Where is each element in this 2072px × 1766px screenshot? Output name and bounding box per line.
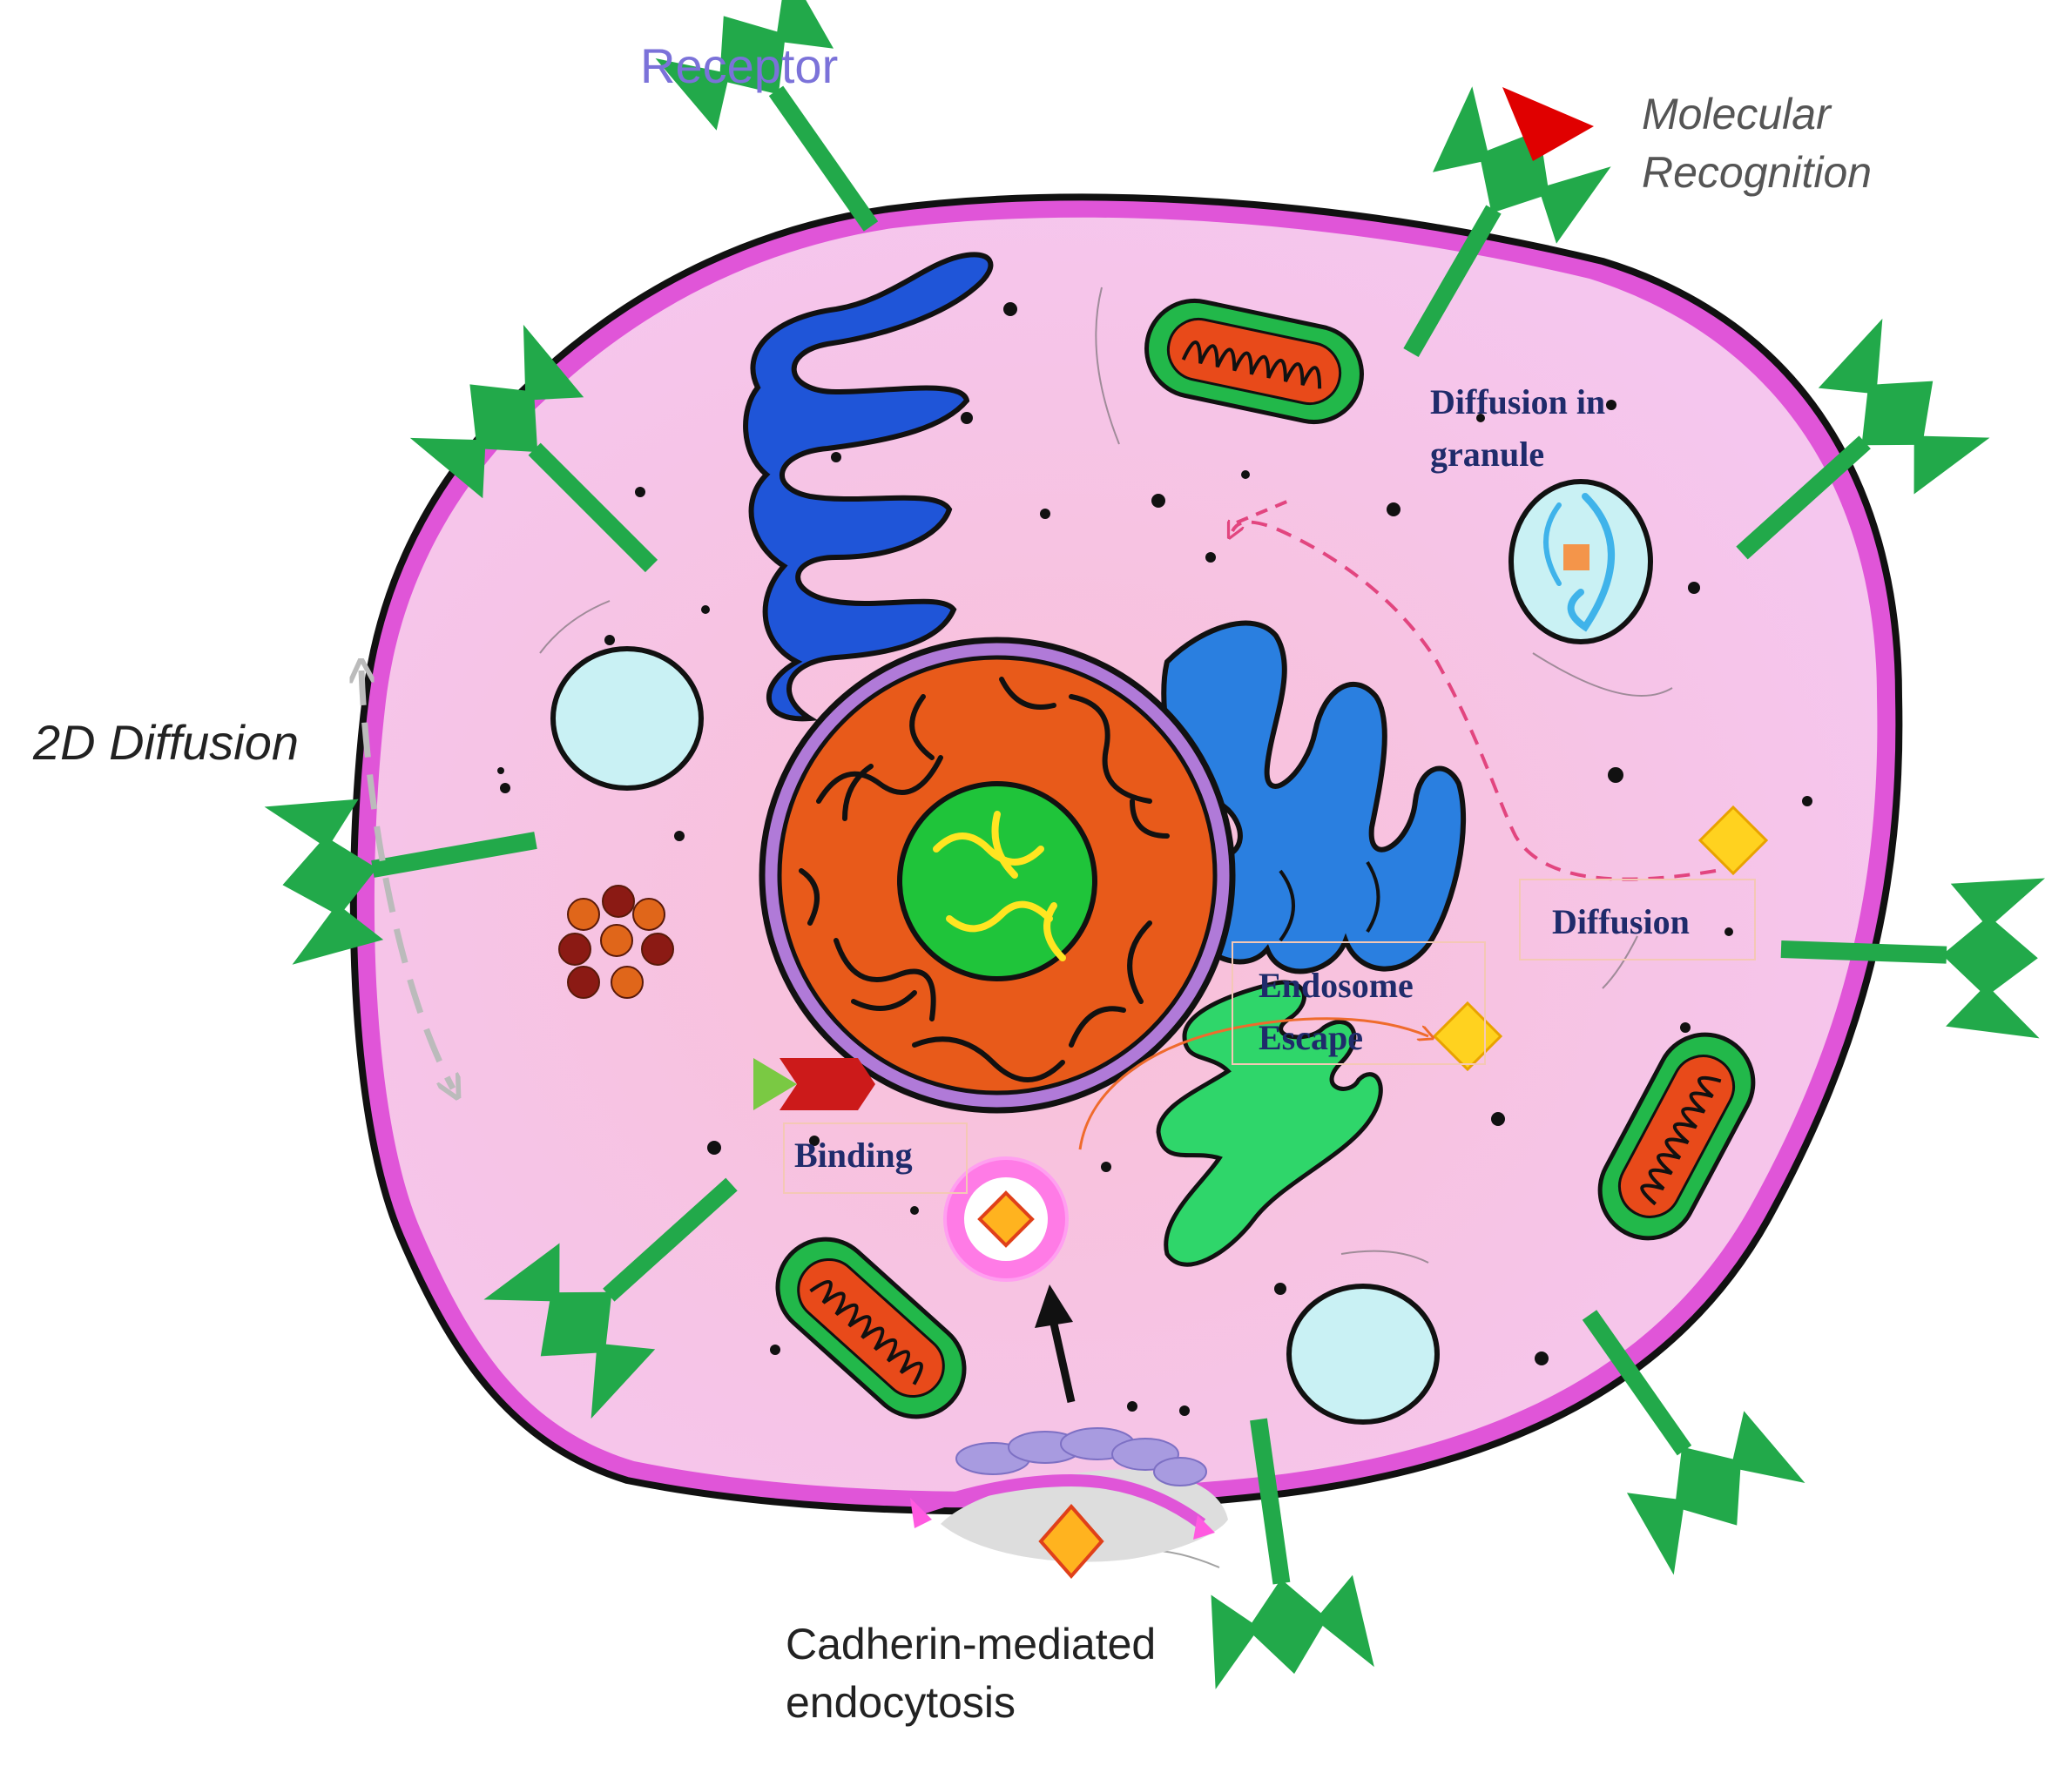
- endosome-escape-label-line2: Escape: [1259, 1018, 1363, 1057]
- endosome: [943, 1156, 1069, 1282]
- molecular-recognition-label-line1: Molecular: [1642, 90, 1832, 138]
- diffusion-2d-label: 2D Diffusion: [32, 715, 299, 770]
- cadherin-label-line2: endocytosis: [786, 1678, 1016, 1727]
- nucleus: [759, 637, 1236, 1114]
- endosome-escape-arrow: [1078, 1017, 1428, 1150]
- molecular-recognition-label-line2: Recognition: [1642, 148, 1872, 197]
- molecular-recognition-ligand: [1502, 87, 1594, 161]
- diffusion-in-granule-label-line2: granule: [1430, 435, 1544, 474]
- rough-er: [743, 252, 994, 722]
- diffusion-2d-arrow: [361, 671, 453, 1089]
- diffusion-label-box: [1519, 879, 1756, 961]
- binding-ligand: [753, 1058, 875, 1110]
- vacuole-left: [550, 646, 704, 791]
- granule: [1508, 479, 1653, 644]
- vacuole-bottom: [1286, 1284, 1440, 1425]
- binding-label: Binding: [794, 1136, 913, 1175]
- binding-label-box: [783, 1122, 968, 1194]
- endosome-escape-label-box: [1232, 941, 1486, 1065]
- smooth-er: [1156, 980, 1383, 1267]
- cadherin-cargo: [1038, 1503, 1104, 1580]
- endosome-escape-label-line1: Endosome: [1259, 966, 1414, 1005]
- diffusion-path: [1232, 522, 1717, 881]
- endocytosis-arrow: [1035, 1284, 1076, 1403]
- cadherin-label-line1: Cadherin-mediated: [786, 1620, 1156, 1668]
- diffusion-label: Diffusion: [1552, 902, 1690, 941]
- vesicle-cluster: [558, 885, 674, 999]
- endocytic-pit: [910, 1427, 1228, 1580]
- diffusion-in-granule-label-line1: Diffusion in: [1430, 382, 1605, 421]
- receptor-label: Receptor: [640, 38, 838, 93]
